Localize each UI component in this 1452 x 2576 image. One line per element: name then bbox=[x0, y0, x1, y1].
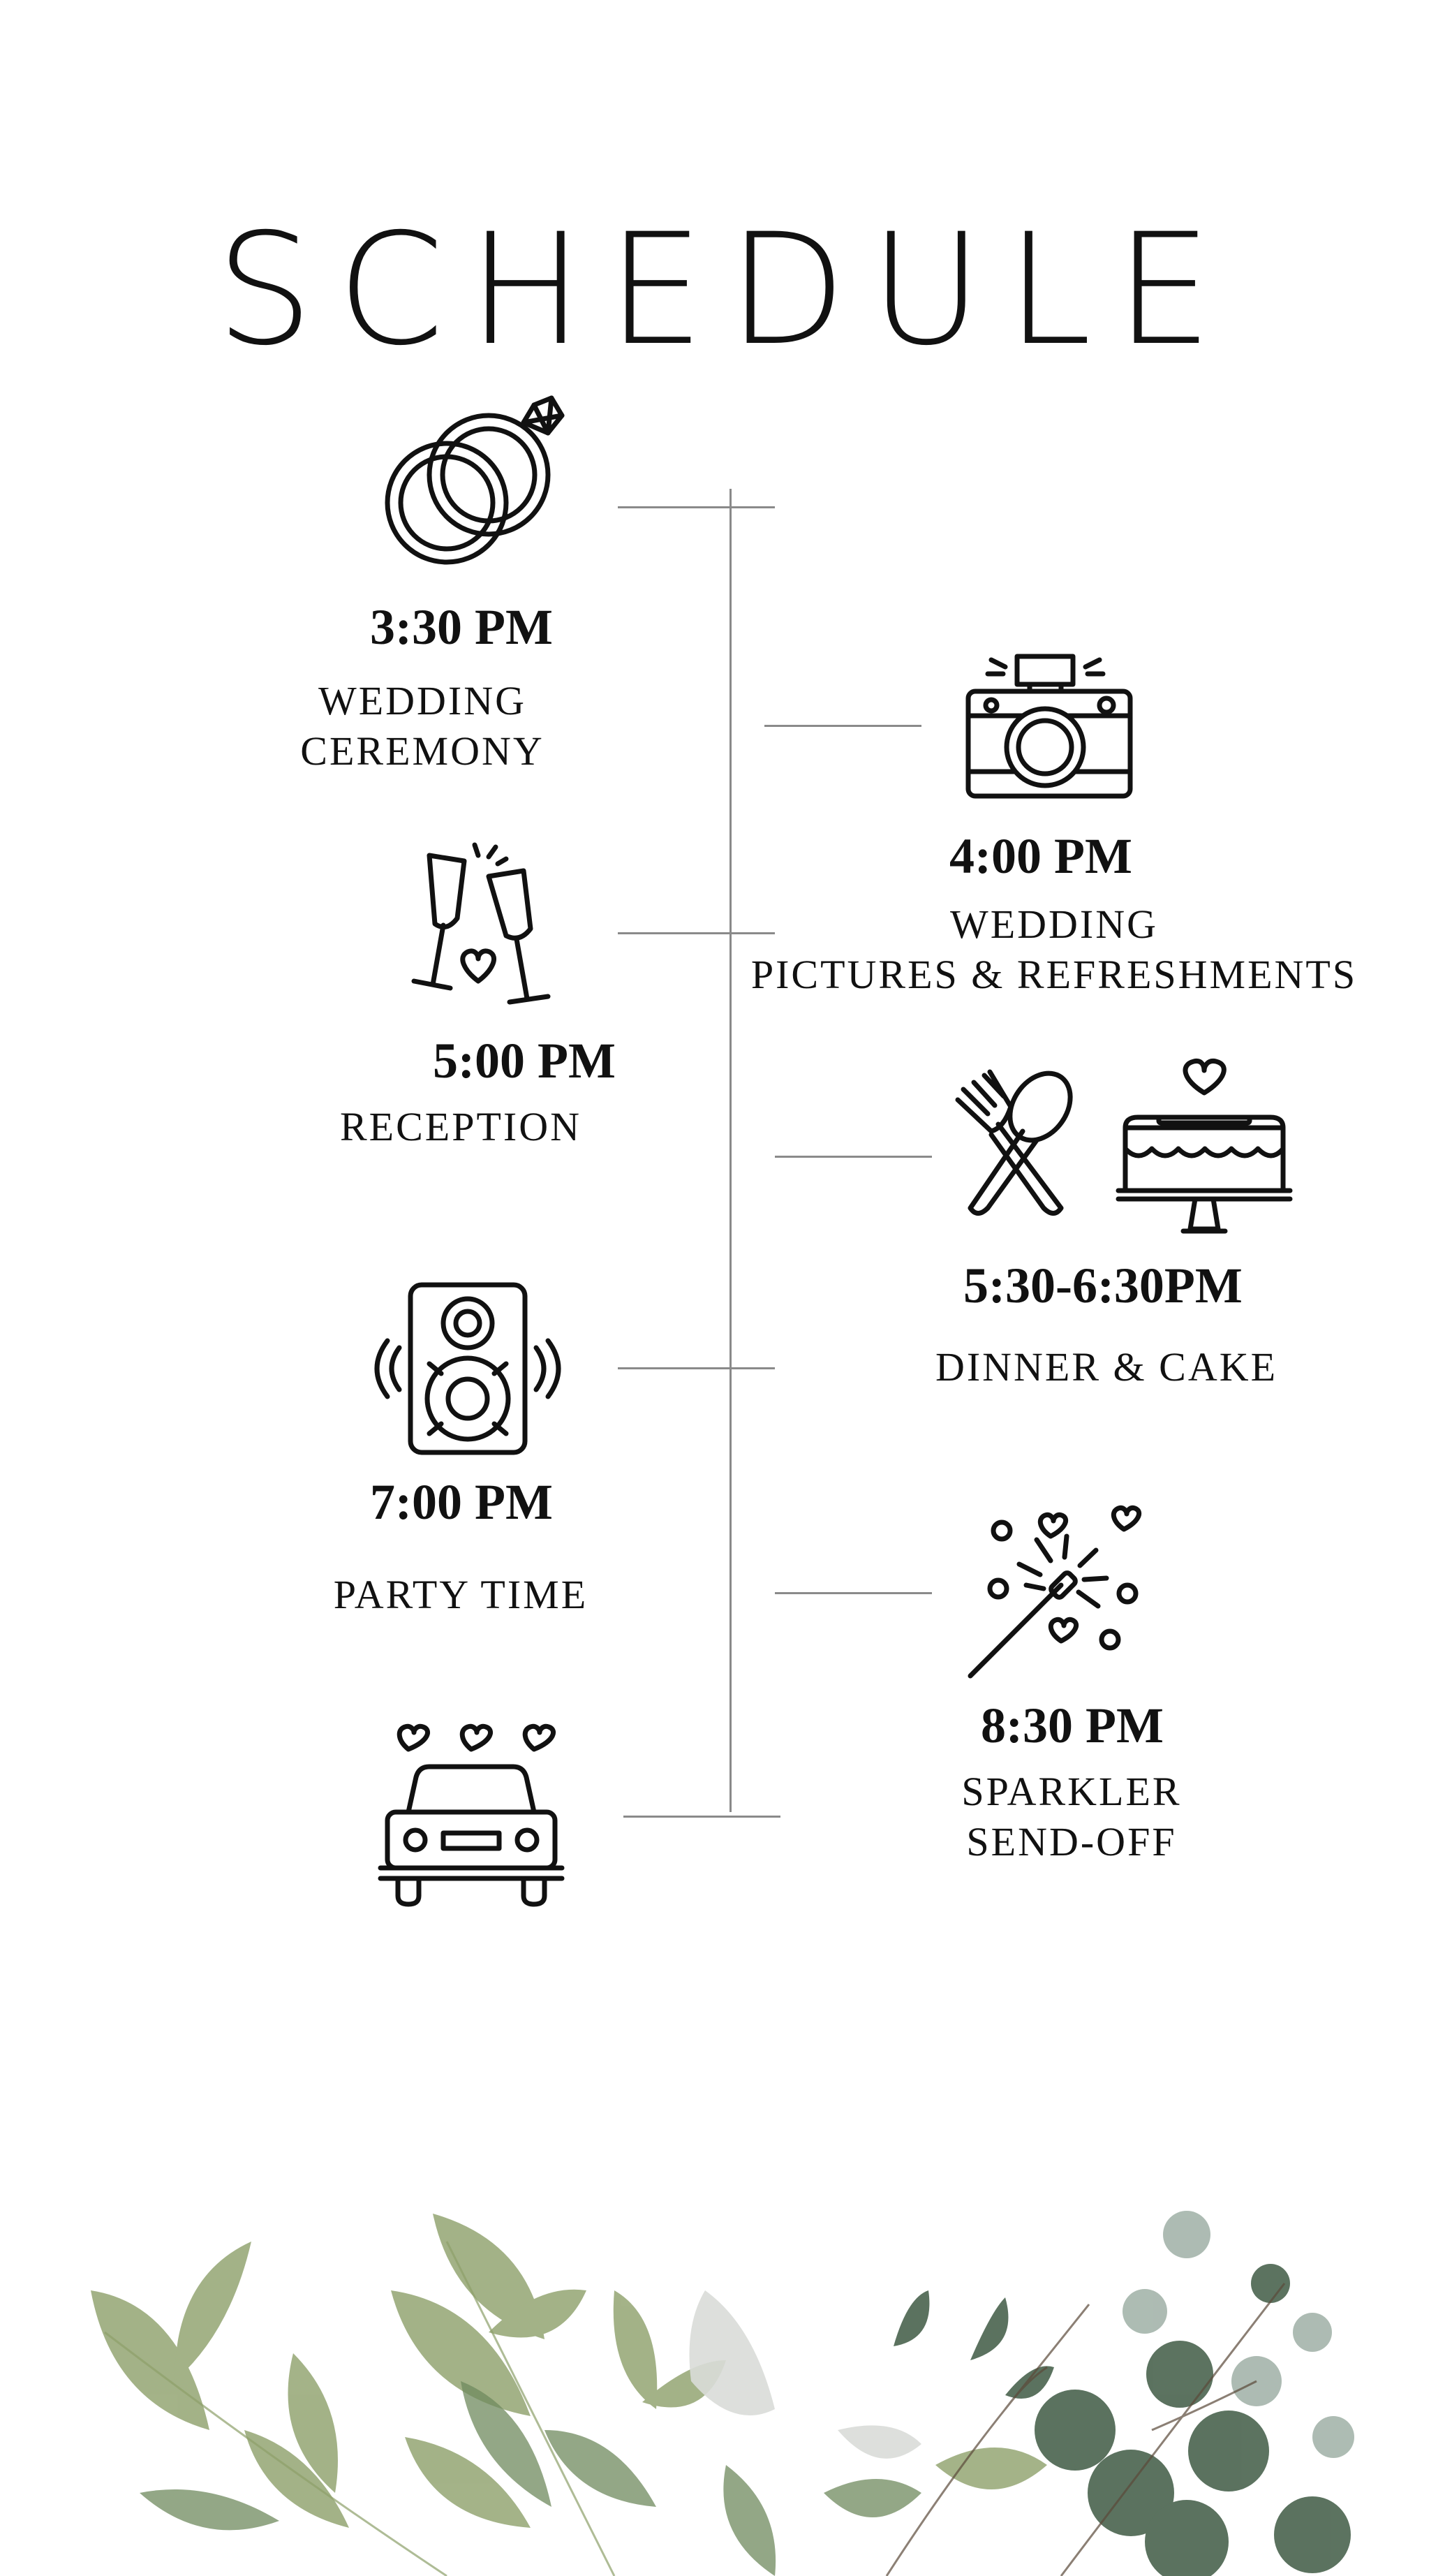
timeline-connector-4 bbox=[775, 1156, 932, 1158]
event-time: 4:00 PM bbox=[949, 828, 1132, 884]
event-time: 3:30 PM bbox=[370, 599, 553, 655]
champagne-glasses-icon bbox=[411, 842, 551, 1005]
event-label: WEDDING PICTURES & REFRESHMENTS bbox=[750, 901, 1358, 997]
event-time: 8:30 PM bbox=[981, 1698, 1164, 1753]
event-label: DINNER & CAKE bbox=[935, 1344, 1278, 1390]
timeline-vertical-line bbox=[729, 489, 732, 1812]
timeline-connector-7 bbox=[623, 1816, 780, 1818]
sparkler-icon bbox=[968, 1505, 1141, 1679]
event-label: RECEPTION bbox=[340, 1104, 581, 1149]
event-time: 5:00 PM bbox=[433, 1033, 616, 1089]
page-title: SCHEDULE bbox=[216, 200, 1236, 379]
utensils-and-cake-icon bbox=[955, 1058, 1293, 1234]
timeline-connector-6 bbox=[775, 1592, 932, 1594]
event-label: PARTY TIME bbox=[333, 1572, 588, 1617]
timeline-connector-2 bbox=[764, 725, 921, 727]
timeline-connector-5 bbox=[618, 1367, 775, 1369]
speaker-icon bbox=[374, 1282, 561, 1455]
timeline-connector-1 bbox=[618, 506, 775, 508]
timeline-connector-3 bbox=[618, 932, 775, 934]
event-label: SPARKLER SEND-OFF bbox=[961, 1769, 1182, 1864]
camera-icon bbox=[965, 654, 1133, 799]
event-label: WEDDING CEREMONY bbox=[300, 678, 544, 774]
event-time: 5:30-6:30PM bbox=[963, 1258, 1243, 1313]
foliage-decoration bbox=[91, 2211, 1354, 2576]
rings-icon bbox=[385, 395, 565, 565]
getaway-car-icon bbox=[378, 1723, 565, 1907]
event-time: 7:00 PM bbox=[370, 1474, 553, 1530]
